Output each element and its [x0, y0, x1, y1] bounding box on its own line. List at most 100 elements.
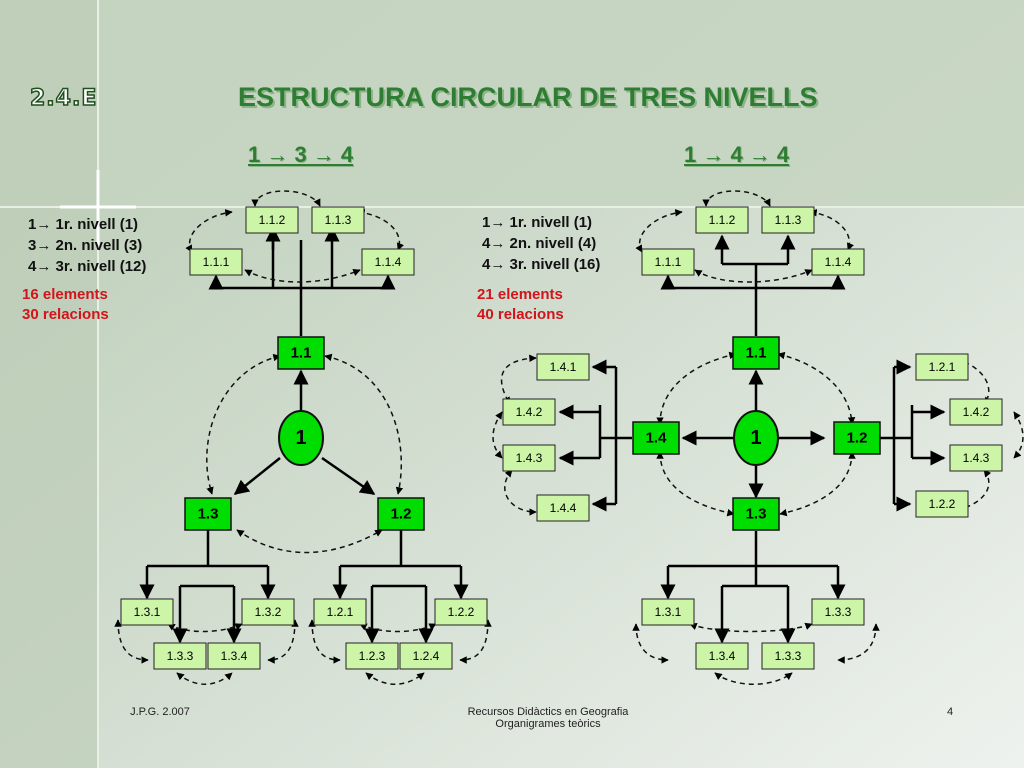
node-box [536, 353, 590, 381]
legend-line: 3→ 2n. nivell (3) [28, 237, 143, 254]
level2-node: 1.2 [377, 497, 425, 531]
level3-node: 1.4.2 [502, 398, 556, 426]
connector-lines [139, 226, 946, 644]
node-box [399, 642, 453, 670]
relation-arc [492, 411, 503, 459]
footer-line: Recursos Didàctics en Geografia [467, 706, 629, 718]
node-box [632, 421, 680, 455]
footer-line: Organigrames teòrics [495, 718, 601, 730]
node-label: 1.2.3 [359, 649, 386, 663]
node-label: 1.3.3 [167, 649, 194, 663]
node-box [536, 494, 590, 522]
footer-credits: Recursos Didàctics en Geografia Organigr… [400, 706, 696, 730]
relation-arc [656, 351, 737, 425]
node-label: 1.3 [198, 506, 219, 523]
level3-node: 1.1.1 [641, 248, 695, 276]
relation-arc [365, 672, 425, 685]
relation-arc [632, 623, 669, 664]
node-box [949, 444, 1003, 472]
relation-arc [459, 619, 492, 664]
node-label: 1.1.1 [655, 255, 682, 269]
node-label: 1.2.4 [413, 649, 440, 663]
node-box [695, 642, 749, 670]
node-box [915, 353, 969, 381]
left-subtitle: 1 → 3 → 4 [248, 142, 354, 167]
node-box [502, 398, 556, 426]
elements-count: 21 elements [477, 286, 563, 303]
level3-node: 1.1.2 [245, 206, 299, 234]
level3-node: 1.2.3 [345, 642, 399, 670]
node-label: 1.1.2 [709, 213, 736, 227]
node-label: 1.3.3 [775, 649, 802, 663]
node-box [189, 248, 243, 276]
node-box [207, 642, 261, 670]
node-box [695, 206, 749, 234]
legend-line: 4→ 3r. nivell (16) [482, 256, 601, 273]
node-label: 1.4.4 [550, 501, 577, 515]
relations-count: 40 relacions [477, 306, 564, 323]
level2-node: 1.2 [833, 421, 881, 455]
node-box [949, 398, 1003, 426]
slide-id: 2.4.E [29, 85, 98, 112]
right-stats: 21 elements 40 relacions [477, 285, 564, 325]
relation-arc [359, 623, 437, 633]
level3-node: 1.2.1 [313, 598, 367, 626]
legend-line: 1→ 1r. nivell (1) [28, 216, 139, 233]
level3-node: 1.4.3 [502, 444, 556, 472]
node-box [311, 206, 365, 234]
level3-node: 1.1.3 [311, 206, 365, 234]
node-label: 1.4.2 [516, 405, 543, 419]
root-node: 1 [278, 410, 324, 466]
level3-node: 1.3.2 [241, 598, 295, 626]
legend-line: 4→ 3r. nivell (12) [28, 258, 147, 275]
node-label: 1.2.2 [929, 497, 956, 511]
relation-arc [206, 353, 281, 495]
right-subtitle: 1 → 4 → 4 [684, 142, 790, 167]
node-ellipse [733, 410, 779, 466]
root-node: 1 [733, 410, 779, 466]
relation-arc [251, 190, 321, 207]
level3-node: 1.4.4 [536, 494, 590, 522]
relation-arc [809, 209, 854, 251]
node-box [277, 336, 325, 370]
level3-node: 1.2.4 [399, 642, 453, 670]
level3-node: 1.3.4 [207, 642, 261, 670]
node-box [345, 642, 399, 670]
relation-arc [324, 353, 404, 495]
level3-node: 1.2.2 [434, 598, 488, 626]
level2-node: 1.1 [277, 336, 325, 370]
elements-count: 16 elements [22, 286, 108, 303]
relations-count: 30 relacions [22, 306, 109, 323]
node-box [120, 598, 174, 626]
level2-node: 1.4 [632, 421, 680, 455]
level3-node: 1.2.2 [915, 490, 969, 518]
level3-node: 1.3.1 [120, 598, 174, 626]
connector [321, 456, 376, 496]
legend-line: 1→ 1r. nivell (1) [482, 214, 593, 231]
node-label: 1.3.4 [709, 649, 736, 663]
node-label: 1.3.4 [221, 649, 248, 663]
node-label: 1.1 [746, 345, 767, 362]
node-box [761, 206, 815, 234]
node-box [732, 497, 780, 531]
relation-arc [114, 619, 149, 664]
level3-node: 1.3.4 [695, 642, 749, 670]
level3-node: 1.3.1 [641, 598, 695, 626]
page-title: ESTRUCTURA CIRCULAR DE TRES NIVELLS [238, 82, 818, 112]
node-box [377, 497, 425, 531]
relation-arc [777, 351, 856, 425]
node-label: 1.3 [746, 506, 767, 523]
node-box [833, 421, 881, 455]
node-box [153, 642, 207, 670]
node-label: 1.1.4 [375, 255, 402, 269]
level3-node: 1.1.1 [189, 248, 243, 276]
level3-node: 1.1.4 [361, 248, 415, 276]
left-legend: 1→ 1r. nivell (1) 3→ 2n. nivell (3) 4→ 3… [28, 214, 146, 277]
relation-arc [656, 451, 735, 517]
node-box [241, 598, 295, 626]
level2-node: 1.3 [184, 497, 232, 531]
node-label: 1.3.1 [655, 605, 682, 619]
level2-node: 1.1 [732, 336, 780, 370]
